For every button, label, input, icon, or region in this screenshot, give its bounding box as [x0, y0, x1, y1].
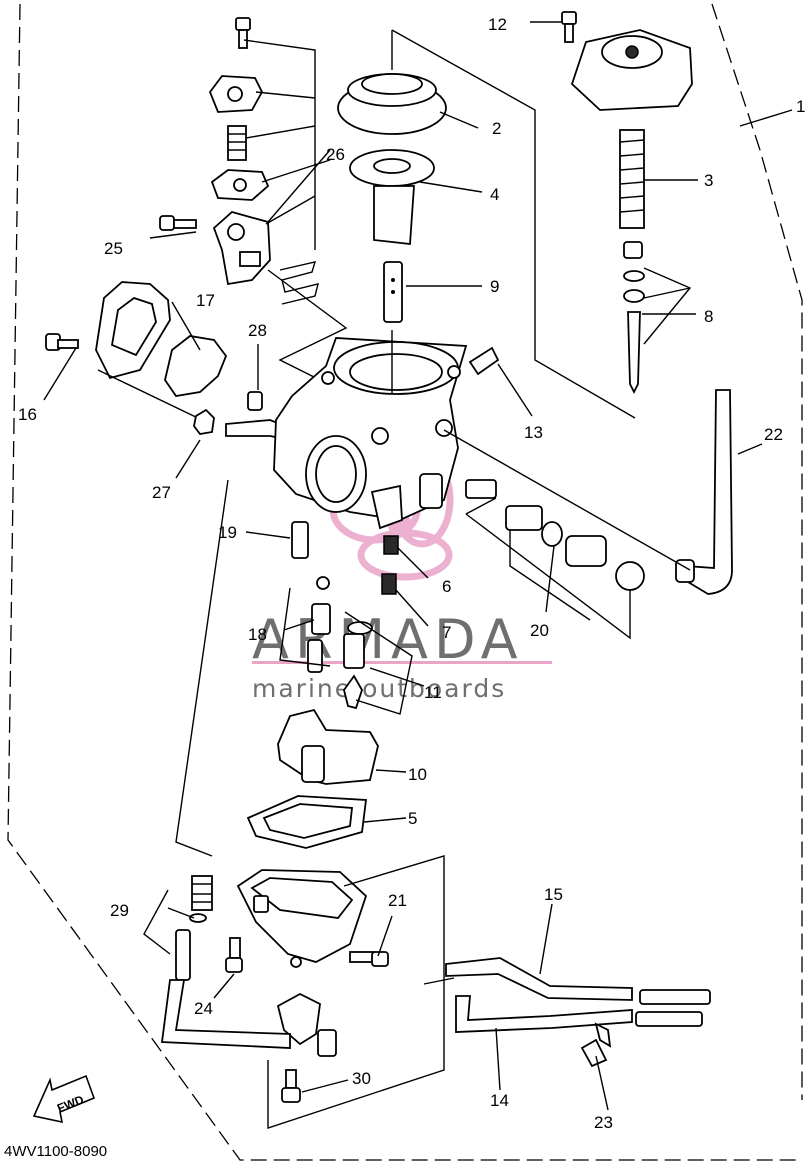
callout-14: 14	[490, 1091, 509, 1110]
assembly-boundary	[7, 3, 800, 1161]
callout-4: 4	[490, 185, 499, 204]
callout-6: 6	[442, 577, 451, 596]
callout-8: 8	[704, 307, 713, 326]
callout-9: 9	[490, 277, 499, 296]
part-jet-19	[291, 521, 309, 559]
part-screw-30	[281, 1069, 301, 1103]
callout-16: 16	[18, 405, 37, 424]
part-pilot-screw	[465, 479, 645, 591]
part-float-10	[277, 708, 379, 785]
part-screw-25	[159, 215, 197, 231]
callout-23: 23	[594, 1113, 613, 1132]
part-jet-6	[383, 535, 399, 555]
callout-27: 27	[152, 483, 171, 502]
fwd-arrow-icon: FWD	[32, 1074, 96, 1124]
part-top-cover	[570, 29, 693, 111]
part-spring-3	[619, 129, 645, 229]
callout-18: 18	[248, 625, 267, 644]
callout-12: 12	[488, 15, 507, 34]
callout-26: 26	[326, 145, 345, 164]
part-hose-14	[455, 995, 703, 1033]
callout-7: 7	[442, 623, 451, 642]
part-needle-8	[623, 241, 645, 395]
callout-2: 2	[492, 119, 501, 138]
part-drain-valve	[276, 992, 337, 1057]
part-nut-27	[193, 408, 215, 435]
part-float-bowl	[236, 869, 368, 968]
part-screw-16	[45, 333, 79, 351]
part-cap-28	[247, 391, 263, 411]
watermark-brand: ARMADA	[252, 608, 524, 671]
callout-21: 21	[388, 891, 407, 910]
part-diaphragm-2	[337, 73, 447, 135]
part-hose-22	[675, 389, 733, 595]
callout-28: 28	[248, 321, 267, 340]
part-screw-21	[349, 951, 389, 967]
part-clip	[279, 261, 319, 305]
part-spring-small	[227, 125, 247, 161]
catalog-code: 4WV1100-8090	[4, 1143, 107, 1160]
assembly-boundary-right	[711, 3, 803, 1100]
part-hose-15	[445, 957, 711, 1005]
callout-5: 5	[408, 809, 417, 828]
part-gasket-flange	[95, 281, 171, 380]
callout-3: 3	[704, 171, 713, 190]
part-gasket-26	[210, 169, 270, 201]
part-vacuum-piston	[349, 149, 435, 245]
part-clip-23	[580, 1022, 612, 1068]
watermark-underline	[252, 661, 552, 664]
callout-25: 25	[104, 239, 123, 258]
part-cover-plate	[208, 75, 264, 113]
callout-1: 1	[796, 97, 805, 116]
callout-11: 11	[424, 683, 442, 702]
part-screw-12	[561, 11, 577, 43]
part-screw-24	[225, 937, 243, 973]
callout-24: 24	[194, 999, 213, 1018]
callout-13: 13	[524, 423, 543, 442]
callout-29: 29	[110, 901, 129, 920]
part-bracket	[212, 211, 271, 286]
part-screw-13	[468, 346, 500, 376]
part-carburetor-body	[273, 337, 468, 530]
callout-20: 20	[530, 621, 549, 640]
callout-15: 15	[544, 885, 563, 904]
part-needle-jet-9	[383, 261, 403, 323]
part-bowl-gasket-5	[246, 795, 368, 849]
callout-10: 10	[408, 765, 427, 784]
callout-19: 19	[218, 523, 237, 542]
callout-17: 17	[196, 291, 215, 310]
part-oring-17	[164, 335, 228, 397]
part-jet-7	[381, 573, 397, 595]
part-screw-top	[235, 17, 251, 49]
callout-30: 30	[352, 1069, 371, 1088]
watermark-tagline: marine outboards	[252, 674, 506, 703]
part-drain-hose	[160, 929, 291, 1049]
part-spring-29	[189, 875, 213, 923]
part-jet-18	[307, 576, 331, 673]
callout-22: 22	[764, 425, 783, 444]
